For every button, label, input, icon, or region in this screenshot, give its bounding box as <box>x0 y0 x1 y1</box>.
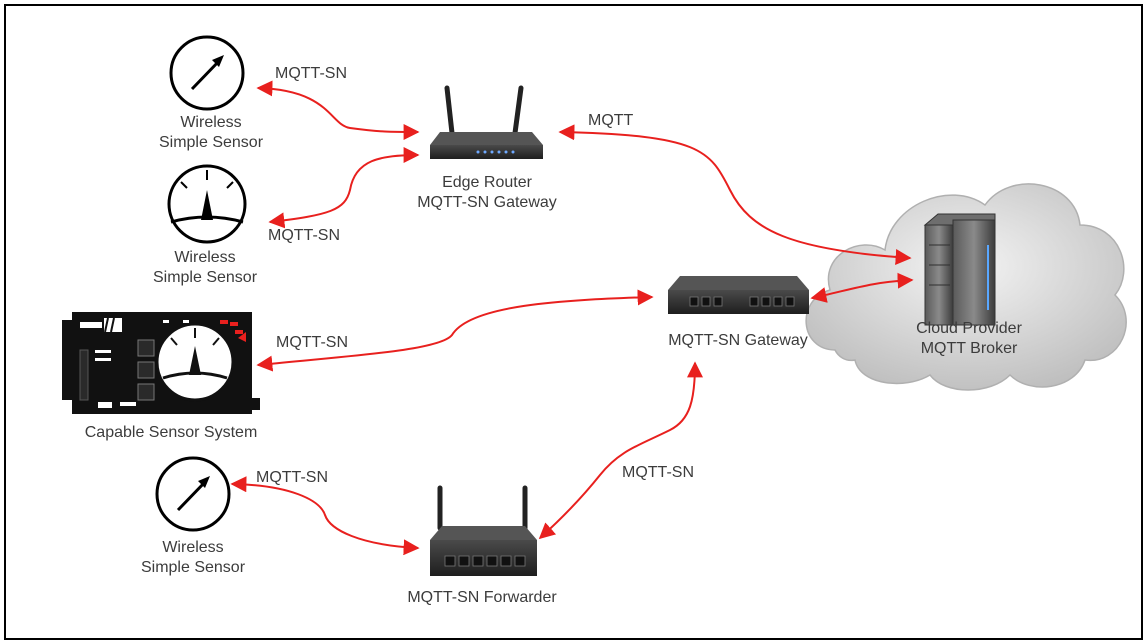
link-label-sensor-top: MQTT-SN <box>275 65 347 82</box>
sensor-mid-label: Wireless Simple Sensor <box>152 249 258 286</box>
link-capable-gateway <box>256 289 654 372</box>
dial-gauge-icon <box>167 164 247 244</box>
link-sensor-bottom-forwarder <box>230 476 420 556</box>
cloud-broker-label: Cloud Provider MQTT Broker <box>916 320 1022 357</box>
server-icon <box>923 213 996 326</box>
link-label-capable: MQTT-SN <box>276 334 348 351</box>
link-gateway-cloud <box>810 272 914 303</box>
link-label-router-cloud: MQTT <box>588 112 634 129</box>
link-label-sensor-mid: MQTT-SN <box>268 227 340 244</box>
forwarder-label: MQTT-SN Forwarder <box>407 589 557 606</box>
link-sensor-mid-router <box>268 147 420 229</box>
router-icon <box>430 485 537 576</box>
link-label-sensor-bottom: MQTT-SN <box>256 469 328 486</box>
link-sensor-top-router <box>256 80 420 140</box>
link-router-cloud <box>558 124 912 266</box>
gauge-needle-icon <box>169 35 245 111</box>
link-forwarder-gateway <box>538 361 703 540</box>
links <box>230 80 914 556</box>
gateway-label: MQTT-SN Gateway <box>668 332 808 349</box>
switch-icon <box>668 276 809 314</box>
sensor-top-label: Wireless Simple Sensor <box>158 114 264 151</box>
edge-router-label: Edge Router MQTT-SN Gateway <box>417 174 557 211</box>
gauge-needle-icon <box>155 456 231 532</box>
diagram-frame <box>4 4 1143 640</box>
capable-system-label: Capable Sensor System <box>84 424 258 441</box>
link-label-forwarder-gateway: MQTT-SN <box>622 464 694 481</box>
router-icon <box>430 85 543 159</box>
sensor-panel-icon <box>62 312 260 414</box>
sensor-bottom-label: Wireless Simple Sensor <box>140 539 246 576</box>
